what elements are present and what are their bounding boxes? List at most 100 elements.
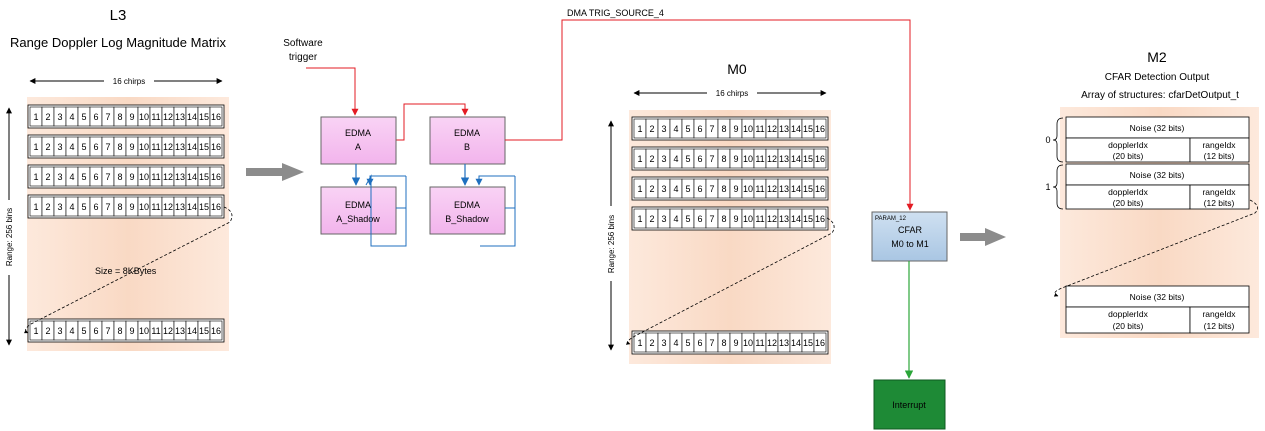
matrix-cell-label: 16 [211, 172, 221, 182]
edma-a-box[interactable] [320, 116, 397, 165]
matrix-cell-label: 3 [661, 338, 666, 348]
matrix-cell-label: 10 [139, 112, 149, 122]
matrix-cell-label: 16 [815, 338, 825, 348]
l3-title: Range Doppler Log Magnitude Matrix [10, 35, 227, 50]
matrix-cell-label: 3 [661, 154, 666, 164]
matrix-cell-label: 14 [791, 338, 801, 348]
matrix-cell-label: 2 [649, 124, 654, 134]
matrix-cell-label: 5 [81, 142, 86, 152]
l3-to-edma-arrow [246, 163, 304, 181]
m2-entry-0: Noise (32 bits) dopplerIdx (20 bits) ran… [1065, 116, 1250, 163]
matrix-cell-label: 12 [163, 326, 173, 336]
matrix-cell-label: 5 [685, 214, 690, 224]
cfar-box[interactable] [871, 211, 948, 262]
matrix-cell-label: 10 [139, 202, 149, 212]
matrix-cell-label: 3 [661, 184, 666, 194]
matrix-cell [209, 166, 223, 187]
matrix-cell-label: 8 [721, 338, 726, 348]
matrix-cell-label: 1 [637, 124, 642, 134]
matrix-cell-label: 1 [637, 154, 642, 164]
matrix-cell-label: 7 [709, 338, 714, 348]
matrix-cell-label: 6 [93, 202, 98, 212]
matrix-cell-label: 3 [57, 202, 62, 212]
edma-b-shadow-line1: EDMA [454, 200, 480, 210]
matrix-cell-label: 11 [755, 184, 764, 194]
edma-a-line2: A [355, 142, 361, 152]
matrix-cell-label: 2 [45, 326, 50, 336]
matrix-cell-label: 6 [93, 112, 98, 122]
matrix-cell-label: 16 [815, 124, 825, 134]
m0-chirps-label-bg [707, 87, 757, 99]
matrix-cell-label: 9 [733, 154, 738, 164]
matrix-cell-label: 7 [105, 202, 110, 212]
matrix-cell-label: 4 [69, 112, 74, 122]
matrix-cell-label: 9 [733, 214, 738, 224]
matrix-cell-label: 10 [743, 338, 753, 348]
matrix-cell-label: 11 [755, 338, 764, 348]
edma-b-box[interactable] [429, 116, 506, 165]
matrix-cell-label: 2 [45, 202, 50, 212]
matrix-cell-label: 6 [93, 172, 98, 182]
m2-entry-doppler-line2: (20 bits) [1113, 321, 1144, 331]
m2-entry-doppler-line1: dopplerIdx [1108, 140, 1148, 150]
edma-a-shadow-reload [366, 175, 406, 186]
m2-entry-doppler-cell [1065, 137, 1191, 163]
matrix-cell-label: 3 [57, 142, 62, 152]
matrix-cell-label: 11 [151, 112, 160, 122]
matrix-cell-label: 8 [117, 172, 122, 182]
matrix-cell-label: 8 [117, 142, 122, 152]
matrix-cell-label: 6 [697, 338, 702, 348]
matrix-cell-label: 8 [721, 214, 726, 224]
m2-entry-range-line1: rangeIdx [1202, 140, 1236, 150]
matrix-cell-label: 7 [709, 214, 714, 224]
matrix-cell-label: 8 [721, 184, 726, 194]
interrupt-box[interactable] [873, 379, 946, 430]
matrix-cell-label: 13 [779, 184, 789, 194]
matrix-cell-label: 10 [139, 326, 149, 336]
matrix-cell-label: 15 [803, 154, 813, 164]
matrix-cell [209, 106, 223, 127]
matrix-cell [813, 208, 827, 229]
edma-b-line2: B [464, 142, 470, 152]
matrix-cell-label: 14 [791, 124, 801, 134]
matrix-cell-label: 16 [211, 142, 221, 152]
m2-title: CFAR Detection Output [1105, 72, 1210, 83]
l3-name: L3 [110, 7, 127, 24]
matrix-cell-label: 11 [151, 172, 160, 182]
m2-entry-noise-label: Noise (32 bits) [1130, 170, 1185, 180]
matrix-cell-label: 2 [649, 214, 654, 224]
m0-range-label-bg [605, 206, 617, 281]
m2-subtitle: Array of structures: cfarDetOutput_t [1081, 90, 1239, 101]
matrix-cell-label: 16 [815, 214, 825, 224]
matrix-cell-label: 2 [45, 172, 50, 182]
m0-wrap-line [625, 217, 835, 345]
l3-size-label: Size = 8KBytes [95, 266, 157, 276]
matrix-cell-label: 11 [151, 142, 160, 152]
matrix-cell-label: 13 [779, 124, 789, 134]
matrix-cell-label: 1 [33, 326, 38, 336]
edma-b-shadow-box[interactable] [429, 186, 506, 235]
l3-range-label-bg [3, 200, 15, 275]
matrix-cell-label: 5 [81, 112, 86, 122]
matrix-cell-label: 12 [767, 338, 777, 348]
matrix-cell [813, 118, 827, 139]
matrix-cell-label: 13 [779, 338, 789, 348]
edma-a-shadow-box[interactable] [320, 186, 397, 235]
matrix-cell-label: 4 [69, 172, 74, 182]
matrix-cell-label: 15 [803, 338, 813, 348]
matrix-cell-label: 6 [697, 124, 702, 134]
matrix-cell-label: 4 [69, 142, 74, 152]
matrix-cell-label: 8 [721, 154, 726, 164]
matrix-cell-label: 10 [139, 172, 149, 182]
matrix-cell-label: 4 [69, 326, 74, 336]
matrix-cell [813, 332, 827, 353]
edma-b-shadow-reload [475, 175, 515, 186]
